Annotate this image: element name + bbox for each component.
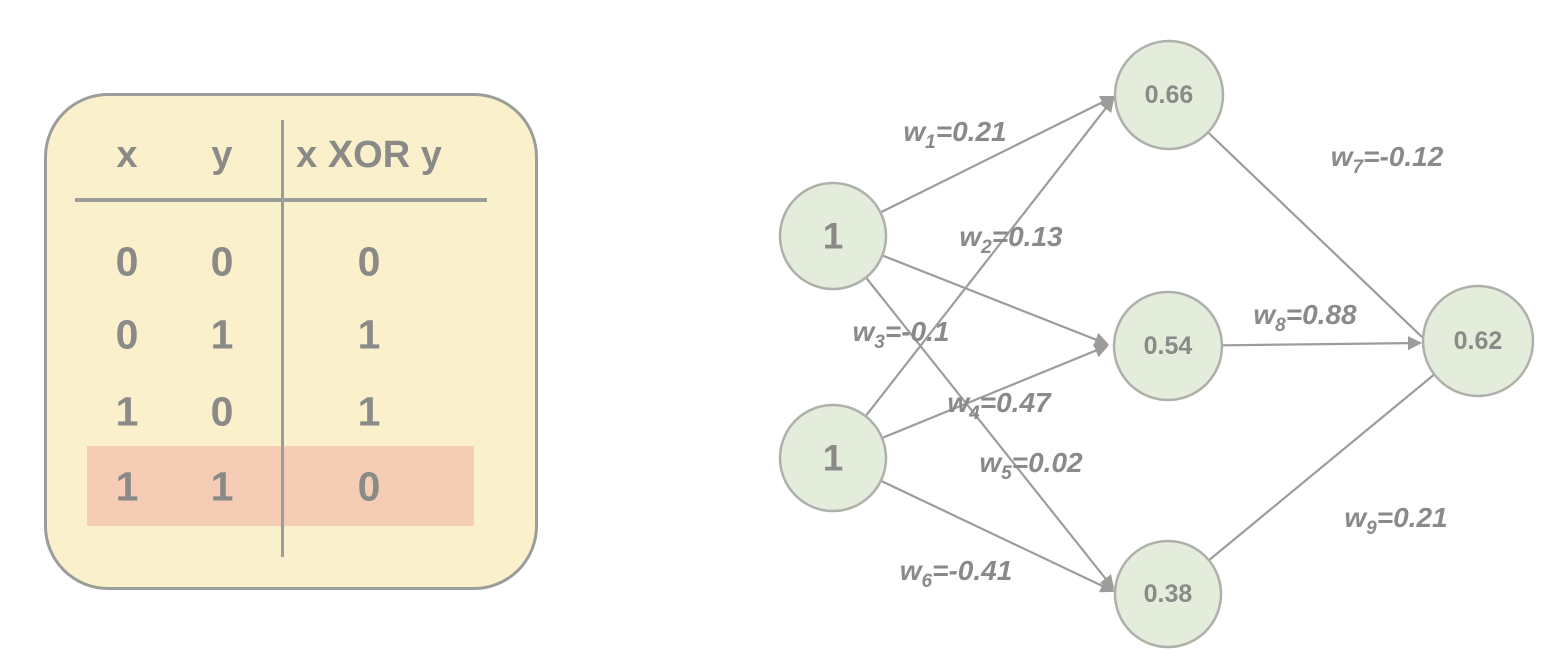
table-cell: 1: [357, 388, 381, 435]
table-vertical-divider: [281, 120, 284, 557]
node-output-1: [1421, 284, 1535, 398]
table-header-cell: y: [211, 134, 233, 176]
table-cell: 1: [210, 311, 234, 358]
table-cell: 0: [210, 388, 234, 435]
xor-truth-table: x y x XOR y 0 0 0 0 1 1 1 0 1 1 1 0: [44, 93, 538, 590]
table-cell: 1: [357, 311, 381, 358]
table-cell: 0: [115, 238, 139, 285]
weight-label-w2: w2=0.13: [959, 221, 1063, 258]
table-header-cell: x: [116, 134, 138, 176]
table-cell: 0: [357, 238, 381, 285]
edge-hidden-1-to-output-1: [1207, 132, 1423, 338]
node-hidden-1: [1113, 39, 1225, 151]
network-weight-labels: w1=0.21 w2=0.13 w3=-0.1 w4=0.47 w5=0.02 w6=-0…: [853, 116, 1448, 592]
highlighted-row: [87, 446, 474, 526]
node-hidden-2: [1112, 290, 1224, 402]
network-nodes: 1 1 0.66 0.54 0.38 0.62: [778, 39, 1535, 649]
weight-label-w9: w9=0.21: [1344, 502, 1447, 539]
weight-label-w7: w7=-0.12: [1331, 141, 1444, 178]
weight-label-w5: w5=0.02: [979, 447, 1083, 484]
weight-label-w4: w4=0.47: [947, 387, 1052, 424]
weight-label-w6: w6=-0.41: [900, 555, 1013, 592]
node-label-input-1: 1: [823, 216, 844, 257]
edge-input-2-to-hidden-3: [881, 480, 1115, 593]
table-header-cell: x XOR y: [296, 134, 442, 176]
node-input-2: [778, 403, 888, 513]
node-label-hidden-1: 0.66: [1145, 81, 1194, 109]
network-edges: [865, 96, 1437, 593]
table-cell: 0: [210, 238, 234, 285]
weight-label-w8: w8=0.88: [1253, 299, 1357, 336]
weight-label-w1: w1=0.21: [903, 116, 1006, 153]
edge-hidden-2-to-output-1: [1222, 335, 1423, 351]
edge-input-2-to-hidden-2: [882, 343, 1109, 439]
node-label-output-1: 0.62: [1454, 327, 1503, 355]
node-label-hidden-2: 0.54: [1144, 332, 1193, 360]
table-header-divider: [75, 198, 487, 202]
table-cell: 1: [210, 463, 234, 510]
node-label-input-2: 1: [823, 438, 844, 479]
edge-input-1-to-hidden-1: [880, 96, 1115, 213]
node-hidden-3: [1113, 539, 1223, 649]
edge-input-2-to-hidden-1: [865, 97, 1115, 417]
table-cell: 1: [115, 463, 139, 510]
table-cell: 0: [115, 311, 139, 358]
weight-label-w3: w3=-0.1: [853, 316, 950, 353]
table-cell: 1: [115, 388, 139, 435]
edge-input-1-to-hidden-2: [882, 254, 1109, 347]
edge-hidden-3-to-output-1: [1209, 372, 1437, 561]
node-input-1: [778, 181, 888, 291]
edge-input-1-to-hidden-3: [865, 277, 1115, 590]
table-cell: 0: [357, 463, 381, 510]
node-label-hidden-3: 0.38: [1144, 580, 1193, 608]
